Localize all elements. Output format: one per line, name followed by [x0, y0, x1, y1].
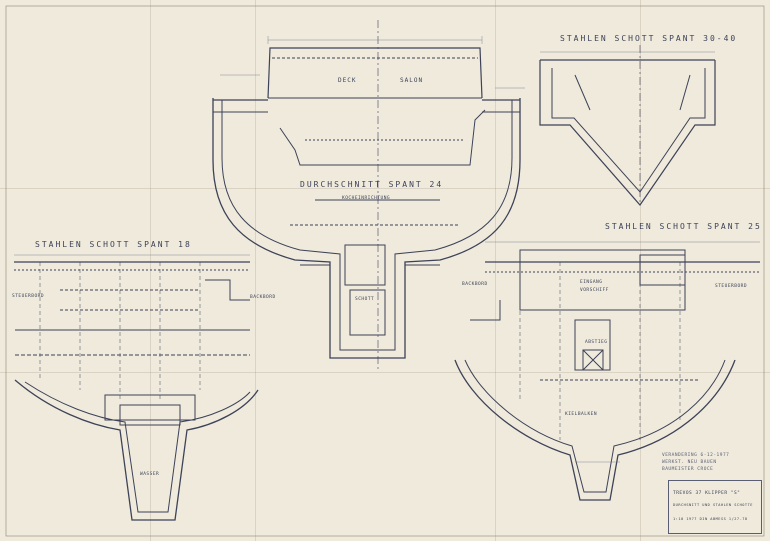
title-block: TREVOS 37 KLIPPER "S" DURCHSNITT UND STA… [668, 480, 762, 534]
bulkhead-18-title: STAHLEN SCHOTT SPANT 18 [35, 240, 192, 249]
revision-note: VERANDERING 6-12-1977 WERKST. NEU BAUEN … [662, 453, 730, 472]
title-line-3: 1:10 1977 DIN ABMESS 1/27-78 [673, 517, 748, 521]
kocheinrichtung-label: KOCHEINRICHTUNG [342, 196, 391, 201]
deck-label: DECK [338, 77, 357, 84]
bulkhead-25-title: STAHLEN SCHOTT SPANT 25 [605, 222, 762, 231]
title-line-2: DURCHSNITT UND STAHLEN SCHOTTE [673, 503, 753, 507]
wasser-label: WASSER [140, 472, 160, 477]
port-label-right: BACKBORD [462, 282, 488, 287]
title-line-1: TREVOS 37 KLIPPER "S" [673, 491, 741, 496]
fold-line [255, 0, 256, 541]
fold-line [495, 0, 496, 541]
kielbalk-label: KIELBALKEN [565, 412, 598, 417]
fold-line [0, 188, 770, 189]
vorschiff-label: VORSCHIFF [580, 288, 609, 293]
starboard-label-left: STEUERBORD [12, 294, 45, 299]
salon-label: SALON [400, 77, 424, 84]
port-label-left: BACKBORD [250, 295, 276, 300]
starboard-label-right: STEUERBORD [715, 284, 748, 289]
eingang-label: EINGANG [580, 280, 603, 285]
fold-line [0, 372, 770, 373]
abstieg-label: ABSTIEG [585, 340, 608, 345]
bulkhead-3040-title: STAHLEN SCHOTT SPANT 30-40 [560, 34, 738, 43]
section-spant24-title: DURCHSCHNITT SPANT 24 [300, 180, 444, 189]
schott-label: SCHOTT [355, 297, 375, 302]
